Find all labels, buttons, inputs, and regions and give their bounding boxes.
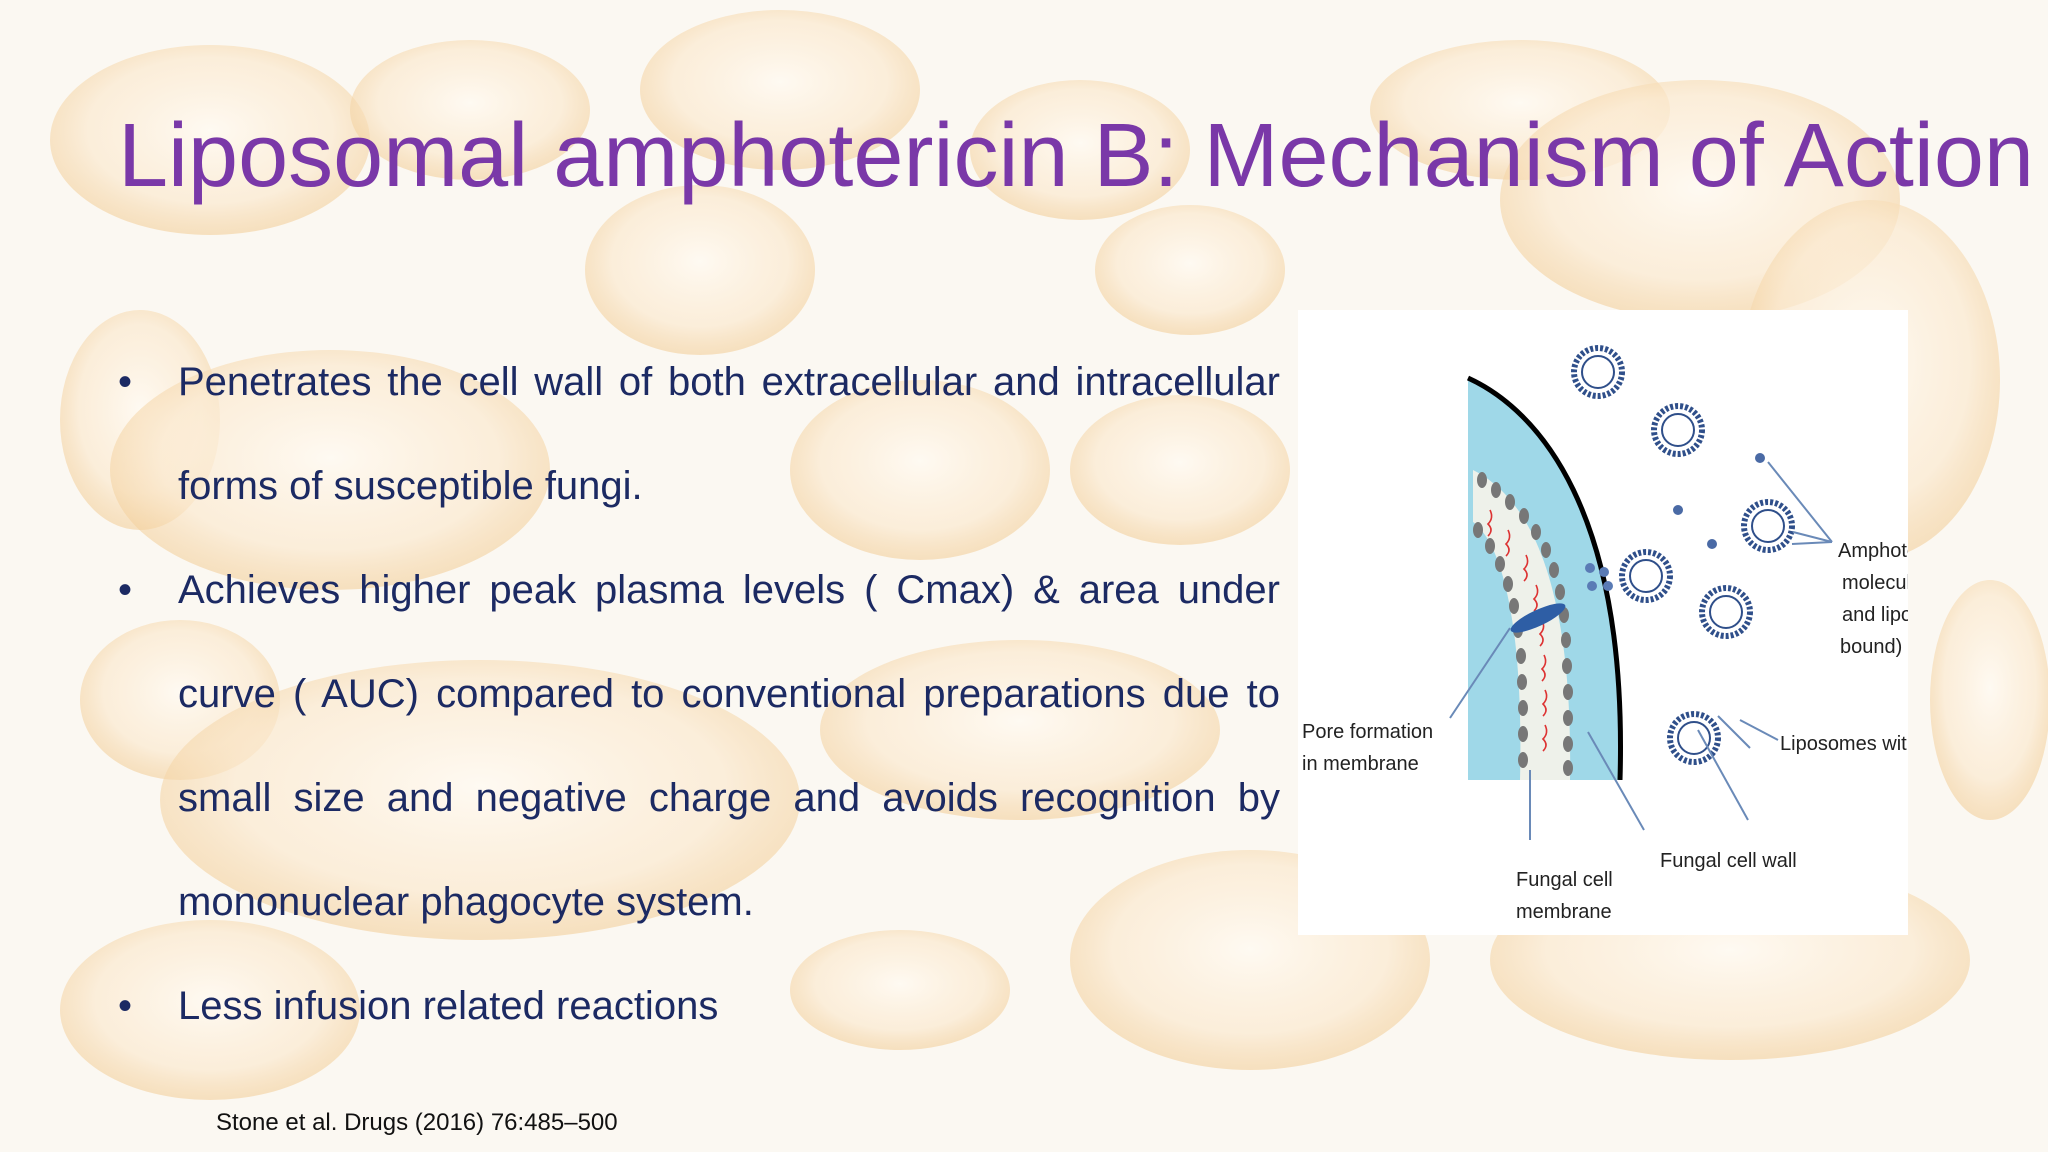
bullet-text: Less infusion related reactions [178,984,719,1028]
liposome [1699,585,1753,639]
liposomes [1571,345,1795,765]
amphotericin-molecules-near-wall [1585,563,1613,591]
label-membrane-line1: Fungal cell [1516,869,1613,891]
liposome [1619,549,1673,603]
cell-wall-outline [1466,375,1623,780]
diagram-labels: Amphotericin B molecules (free and lipos… [1302,540,1908,923]
label-pore-line2: in membrane [1302,753,1419,775]
bullet-item: • Penetrates the cell wall of both extra… [118,330,1280,538]
liposome [1741,499,1795,553]
label-fungal-cell-wall: Fungal cell wall [1660,850,1797,872]
bullet-item: • Achieves higher peak plasma levels ( C… [118,538,1280,954]
membrane-beads [1473,472,1573,776]
mechanism-diagram: Amphotericin B molecules (free and lipos… [1298,310,1908,935]
bullet-text: Achieves higher peak plasma levels ( Cma… [178,568,1280,924]
fungal-cell [1466,375,1623,780]
bullet-list: • Penetrates the cell wall of both extra… [118,330,1280,1058]
bullet-marker: • [118,568,133,612]
label-amphotericin-line4: bound) [1840,636,1902,658]
label-liposomes: Liposomes with AmB [1780,733,1908,755]
citation: Stone et al. Drugs (2016) 76:485–500 [216,1109,618,1136]
pointer-lines [1449,461,1833,840]
membrane-pore [1510,603,1566,633]
label-amphotericin-line2: molecules (free [1842,572,1908,594]
liposome [1571,345,1625,399]
label-pore-line1: Pore formation [1302,721,1433,743]
label-amphotericin-line3: and liposome [1842,604,1908,626]
bullet-item: • Less infusion related reactions [118,954,1280,1058]
bullet-text: Penetrates the cell wall of both extrace… [178,360,1280,508]
free-amphotericin-molecules [1673,453,1765,549]
liposome [1667,711,1721,765]
label-amphotericin-line1: Amphotericin B [1838,540,1908,562]
bullet-marker: • [118,984,133,1028]
liposome [1651,403,1705,457]
bullet-marker: • [118,360,133,404]
slide-title: Liposomal amphotericin B: Mechanism of A… [118,106,2034,206]
label-membrane-line2: membrane [1516,901,1612,923]
lipid-tails [1486,509,1548,752]
